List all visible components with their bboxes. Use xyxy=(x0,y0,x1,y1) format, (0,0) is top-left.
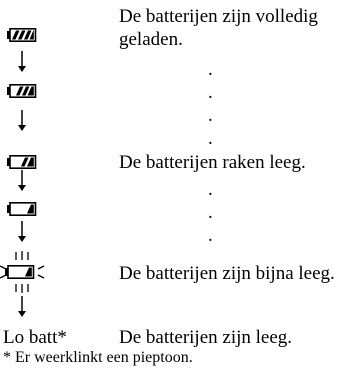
description-empty: De batterijen zijn leeg. xyxy=(119,327,293,348)
continuation-dot: . xyxy=(208,59,213,80)
battery-low-icon xyxy=(7,202,37,216)
continuation-dot: . xyxy=(208,82,213,103)
down-arrow-icon xyxy=(18,296,26,317)
description-almost-empty: De batterijen zijn bijna leeg. xyxy=(119,263,335,284)
battery-blinking-icon xyxy=(0,251,45,293)
continuation-dot: . xyxy=(208,202,213,223)
battery-full-icon xyxy=(7,28,37,42)
continuation-dot: . xyxy=(208,179,213,200)
footnote: * Er weerklinkt een pieptoon. xyxy=(3,349,193,366)
continuation-dot: . xyxy=(208,128,213,149)
battery-three-quarters-icon xyxy=(7,84,37,98)
description-low: De batterijen raken leeg. xyxy=(119,152,306,173)
down-arrow-icon xyxy=(18,170,26,191)
down-arrow-icon xyxy=(18,110,26,131)
down-arrow-icon xyxy=(18,51,26,72)
down-arrow-icon xyxy=(18,221,26,242)
continuation-dot: . xyxy=(208,225,213,246)
battery-half-icon xyxy=(7,155,37,169)
continuation-dot: . xyxy=(208,105,213,126)
description-full-line2: geladen. xyxy=(119,29,183,50)
lo-batt-indicator: Lo batt* xyxy=(3,327,67,348)
description-full: De batterijen zijn volledig xyxy=(119,6,318,27)
